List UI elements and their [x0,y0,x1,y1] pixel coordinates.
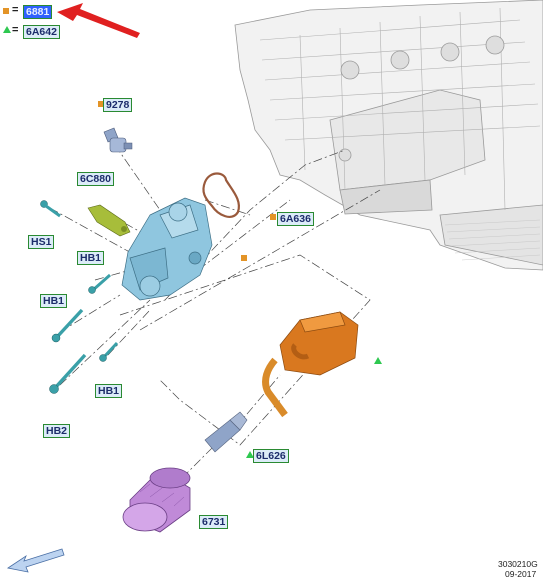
arrow-pointer-icon [57,3,140,38]
callout-HS1: HS1 [28,235,55,249]
equals-sign: = [12,24,19,36]
oil-filter-housing [121,197,213,301]
bracket-6C880 [87,204,131,237]
square-marker-icon [3,8,9,14]
callout-9278: 9278 [103,98,133,112]
bolt-HB2 [49,353,87,394]
connector-6L626 [204,411,248,453]
figure-date: 09-2017 [505,569,537,579]
callout-6731: 6731 [199,515,229,529]
callout-HB2: HB2 [43,424,71,438]
oil-pressure-sender [103,127,133,153]
callout-HB1: HB1 [95,384,123,398]
figure-reference: 3030210G [498,559,538,569]
square-marker-icon [241,255,247,261]
oil-filter-6731 [122,467,191,533]
bolt-HB1-middle [51,308,84,343]
bolt-HB1-lower [99,341,119,362]
triangle-marker-icon [3,26,11,33]
square-marker-icon [98,101,104,107]
oil-cooler [262,311,359,418]
bolt-HB1-upper [88,273,111,294]
legend-triangle-code: 6A642 [23,25,60,39]
callout-HB1: HB1 [77,251,105,265]
engine-block [234,0,543,271]
gasket-6A636 [202,172,240,218]
bolt-HS1 [40,200,61,218]
legend-square-code: 6881 [23,5,53,19]
callout-6C880: 6C880 [77,172,114,186]
triangle-marker-icon [374,357,382,364]
callout-6L626: 6L626 [253,449,289,463]
callout-6A636: 6A636 [277,212,314,226]
triangle-marker-icon [246,451,254,458]
equals-sign: = [12,4,19,16]
square-marker-icon [270,214,276,220]
callout-HB1: HB1 [40,294,68,308]
front-direction-arrow-icon [6,548,65,573]
